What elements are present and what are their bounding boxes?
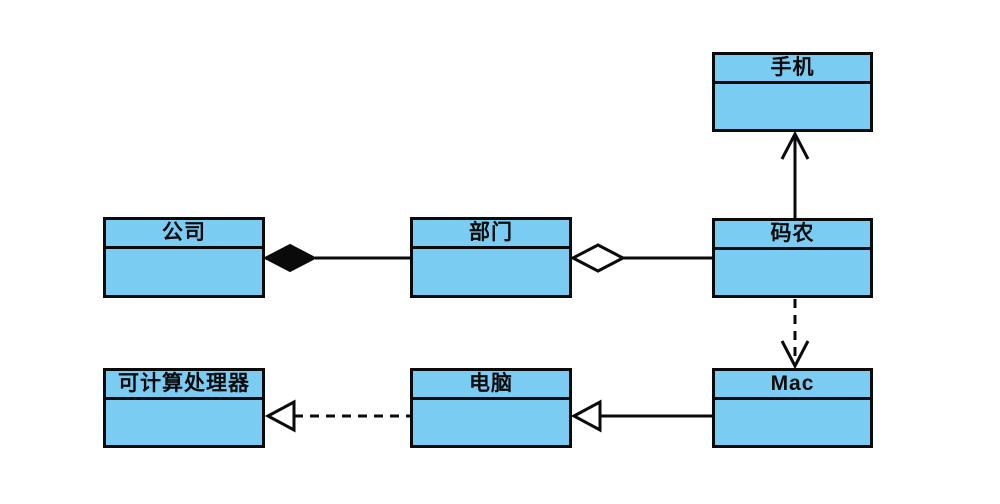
class-title-mac: Mac (715, 371, 870, 400)
class-box-phone: 手机 (712, 52, 873, 132)
class-body-phone (715, 84, 870, 129)
class-box-mac: Mac (712, 368, 873, 448)
class-title-department: 部门 (413, 220, 569, 249)
class-title-company: 公司 (106, 220, 262, 249)
association-connector (780, 130, 810, 218)
dependency-connector (780, 299, 810, 370)
generalization-connector (570, 399, 712, 433)
class-box-department: 部门 (410, 217, 572, 298)
class-box-company: 公司 (103, 217, 265, 298)
class-body-department (413, 249, 569, 295)
composition-connector (262, 243, 410, 273)
class-box-computer: 电脑 (410, 368, 572, 448)
class-body-mac (715, 400, 870, 445)
class-title-computer: 电脑 (413, 371, 569, 400)
aggregation-connector (569, 243, 712, 273)
class-title-phone: 手机 (715, 55, 870, 84)
class-box-processor: 可计算处理器 (103, 368, 265, 448)
class-title-processor: 可计算处理器 (106, 371, 262, 400)
class-title-coder: 码农 (715, 221, 870, 250)
realization-connector (264, 399, 410, 433)
class-body-company (106, 249, 262, 295)
class-box-coder: 码农 (712, 218, 873, 298)
class-body-processor (106, 400, 262, 445)
class-body-coder (715, 250, 870, 295)
class-body-computer (413, 400, 569, 445)
